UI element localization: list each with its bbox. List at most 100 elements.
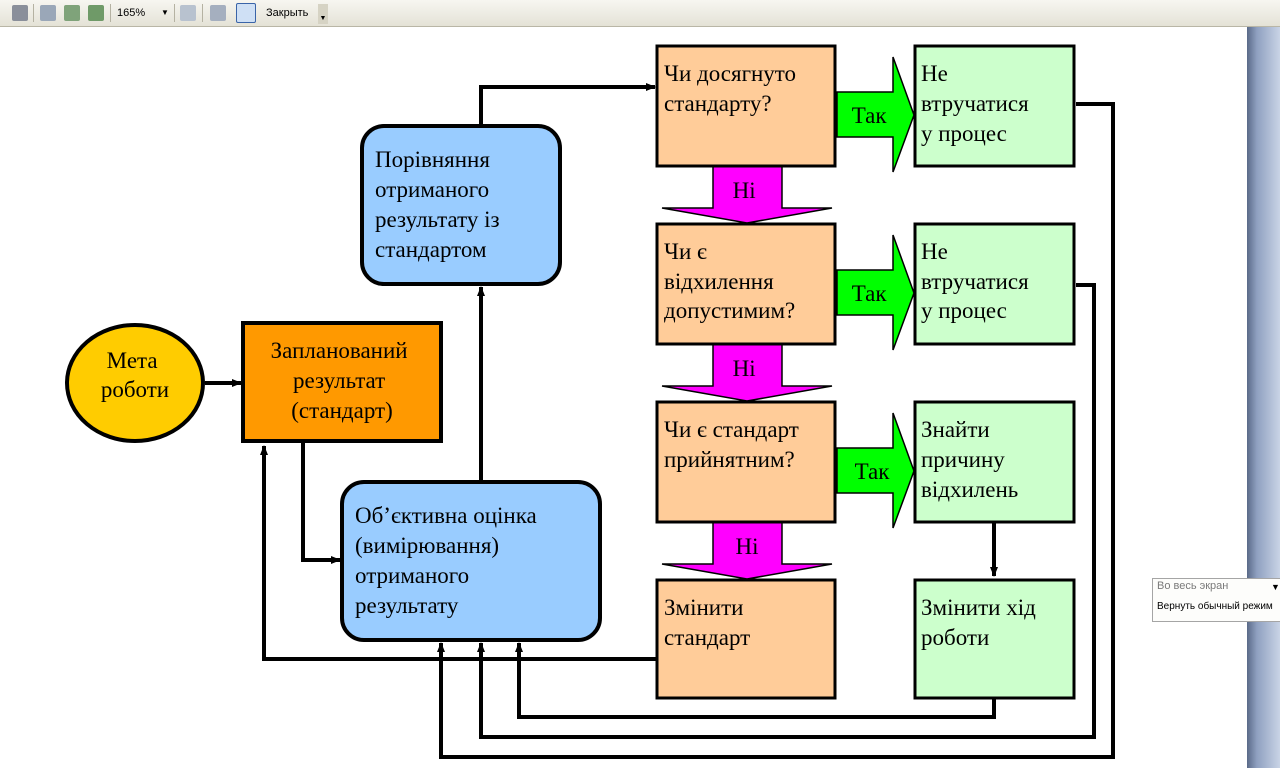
yes-arrow-1 (836, 56, 915, 173)
find-cause-box (913, 400, 1076, 524)
compare-line-2: отриманого (375, 177, 489, 202)
q3-line-2: прийнятним? (664, 447, 795, 472)
no-arrow-3 (661, 521, 833, 580)
no-interfere-box-2 (913, 222, 1076, 346)
fullscreen-popup: Во весь экран ▼ Вернуть обычный режим (1152, 578, 1280, 622)
change-course-line-2: роботи (921, 625, 989, 650)
svg-text:Запланований результат: Запланований результат (стандарт) (271, 338, 414, 423)
change-course-box (913, 578, 1076, 700)
svg-text:Змінити хід роботи: Змінити хід роботи (921, 595, 1042, 650)
goal-line-1: Мета (107, 348, 158, 373)
planned-line-2: результат (293, 368, 385, 393)
q3-line-1: Чи є стандарт (664, 417, 799, 442)
preview-toolbar: 165% ▼ Закрыть ▼ (0, 0, 1280, 27)
change-standard-line-2: стандарт (664, 625, 750, 650)
planned-line-3: (стандарт) (291, 398, 393, 423)
no-interfere-2-line-2: втручатися (921, 269, 1029, 294)
q2-line-3: допустимим? (664, 298, 795, 323)
svg-text:Ні Ні Ні: Ні Ні Ні (733, 178, 762, 559)
find-cause-line-1: Знайти (921, 417, 990, 442)
no-interfere-2-line-3: у процес (921, 298, 1007, 323)
evaluate-line-4: результату (355, 593, 459, 618)
close-button-label: Закрыть (266, 7, 309, 19)
compare-line-4: стандартом (375, 237, 487, 262)
zoom-dropdown[interactable]: 165% ▼ (117, 4, 169, 22)
svg-text:Мета роботи: Мета роботи (101, 348, 169, 402)
print-icon[interactable] (12, 5, 28, 21)
q2-box (655, 222, 837, 346)
popup-dropdown-icon[interactable]: ▼ (1271, 582, 1280, 592)
yes-arrow-2 (836, 234, 915, 351)
zoom-out-icon[interactable] (180, 5, 196, 21)
zoom-value: 165% (117, 7, 146, 19)
svg-text:Чи досягнуто стандарту?: Чи досягнуто стандарту? (664, 61, 802, 116)
find-cause-line-2: причину (921, 447, 1005, 472)
no-interfere-1-line-2: втручатися (921, 91, 1029, 116)
print-preview-icon[interactable] (40, 5, 56, 21)
q3-box (655, 400, 837, 524)
restore-normal-mode-button[interactable]: Вернуть обычный режим (1157, 601, 1273, 612)
evaluate-box (340, 480, 602, 642)
yes-arrow-3 (836, 412, 915, 529)
chevron-down-icon: ▼ (161, 8, 169, 17)
goal-ellipse (65, 323, 205, 443)
q1-box (655, 44, 837, 168)
no-label-2: Ні (733, 356, 756, 381)
change-standard-box (655, 578, 837, 700)
yes-label-2: Так (852, 281, 888, 306)
planned-line-1: Запланований (271, 338, 408, 363)
change-course-line-1: Змінити хід (921, 595, 1036, 620)
evaluate-line-3: отриманого (355, 563, 469, 588)
no-label-1: Ні (733, 178, 756, 203)
yes-label-3: Так (855, 459, 891, 484)
close-button[interactable]: Закрыть (266, 4, 308, 22)
slide-canvas: Мета роботи Запланований результат (стан… (0, 27, 1247, 768)
change-standard-to-planned-arrow (260, 445, 657, 661)
toolbar-separator (202, 4, 203, 22)
planned-result-box (241, 321, 443, 443)
q2-line-1: Чи є (664, 239, 707, 264)
connector-lines (205, 83, 1115, 759)
yes-label-1: Так (852, 103, 888, 128)
svg-text:Знайти причину відхиле: Знайти причину відхилень (921, 417, 1018, 502)
no-interfere-1-line-3: у процес (921, 121, 1007, 146)
full-screen-icon[interactable] (236, 3, 256, 23)
svg-text:Чи є відхилення допуст: Чи є відхилення допустимим? (664, 239, 795, 323)
toolbar-options-icon[interactable]: ▼ (318, 4, 328, 24)
window-edge-scrollbar (1247, 27, 1280, 768)
no-label-3: Ні (736, 534, 759, 559)
compare-line-3: результату із (375, 207, 500, 232)
compare-box (360, 124, 562, 286)
no-interfere-2-line-1: Не (921, 239, 948, 264)
svg-text:Змінити стандарт: Змінити стандарт (664, 595, 750, 650)
q2-line-2: відхилення (664, 269, 774, 294)
q1-line-1: Чи досягнуто (664, 61, 796, 86)
goal-line-2: роботи (101, 377, 169, 402)
no-interfere-box-1 (913, 44, 1076, 168)
no-arrow-2 (661, 343, 833, 402)
yes-arrows (836, 56, 915, 529)
compare-to-q1-arrow (479, 83, 656, 126)
svg-text:Порівняння отриманого: Порівняння отриманого результату із стан… (375, 147, 505, 262)
q1-line-2: стандарту? (664, 91, 772, 116)
multiple-pages-icon[interactable] (88, 5, 104, 21)
management-control-diagram: Мета роботи Запланований результат (стан… (65, 44, 1115, 759)
no-arrows (661, 165, 833, 580)
change-standard-line-1: Змінити (664, 595, 743, 620)
planned-to-evaluate-arrow (301, 443, 341, 564)
toolbar-separator (110, 4, 111, 22)
svg-text:Чи є стандарт прийнятним?: Чи є стандарт прийнятним? (664, 417, 805, 472)
svg-text:Об’єктивна оцінка (вимірюв: Об’єктивна оцінка (вимірювання) отримано… (355, 503, 543, 618)
svg-text:Так Так Так: Так Так Так (852, 103, 893, 484)
svg-text:Не втручатися у процес: Не втручатися у процес (921, 239, 1034, 323)
change-course-feedback-line (515, 642, 996, 719)
toolbar-separator (33, 4, 34, 22)
one-page-icon[interactable] (64, 5, 80, 21)
no-interfere-1-feedback-line (437, 102, 1115, 759)
fullscreen-popup-title: Во весь экран (1157, 580, 1229, 592)
find-cause-line-3: відхилень (921, 477, 1018, 502)
copy-slide-icon[interactable] (210, 5, 226, 21)
evaluate-line-2: (вимірювання) (355, 533, 499, 558)
no-interfere-1-line-1: Не (921, 61, 948, 86)
evaluate-line-1: Об’єктивна оцінка (355, 503, 537, 528)
